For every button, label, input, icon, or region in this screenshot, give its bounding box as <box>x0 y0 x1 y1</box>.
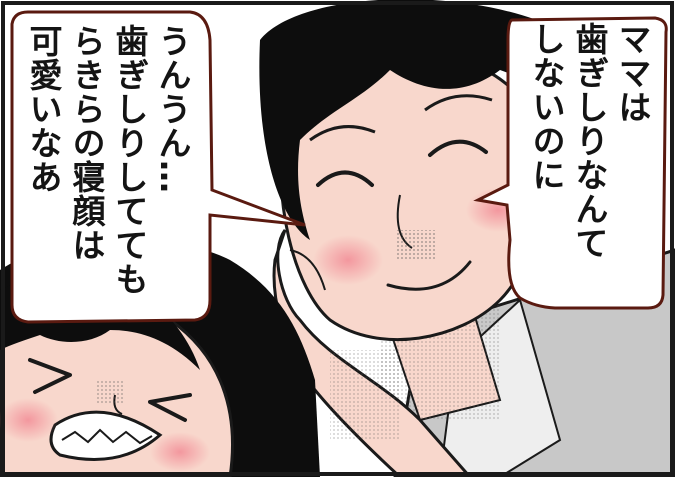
speech-bubble-left <box>10 10 306 324</box>
man-right-eye <box>428 139 488 157</box>
man-left-eye <box>316 170 374 187</box>
man-mouth <box>386 260 472 291</box>
bubble-left-text: うんうん…歯ぎしりしててもらきらの寝顔は可愛いなあ <box>22 24 194 296</box>
child-right-eye <box>148 393 192 422</box>
bubble-right-text: ママは歯ぎしりなんてしないのに <box>525 22 654 260</box>
bubble-right-line: ママは <box>613 22 652 124</box>
bubble-left-line: 可愛いなあ <box>24 24 63 194</box>
bubble-left-line: らきらの寝顔は <box>67 24 106 262</box>
speech-bubble-right <box>473 16 668 310</box>
child-blush-left <box>0 398 58 442</box>
bubble-left-line: 歯ぎしりしてても <box>110 24 149 296</box>
bubble-right-line: 歯ぎしりなんて <box>570 22 609 260</box>
child-left-eye <box>28 358 72 394</box>
child-blush-right <box>150 432 210 472</box>
bubble-right-line: しないのに <box>527 22 566 192</box>
man-blush-left <box>313 235 383 285</box>
bubble-left-line: うんうん… <box>153 24 192 194</box>
